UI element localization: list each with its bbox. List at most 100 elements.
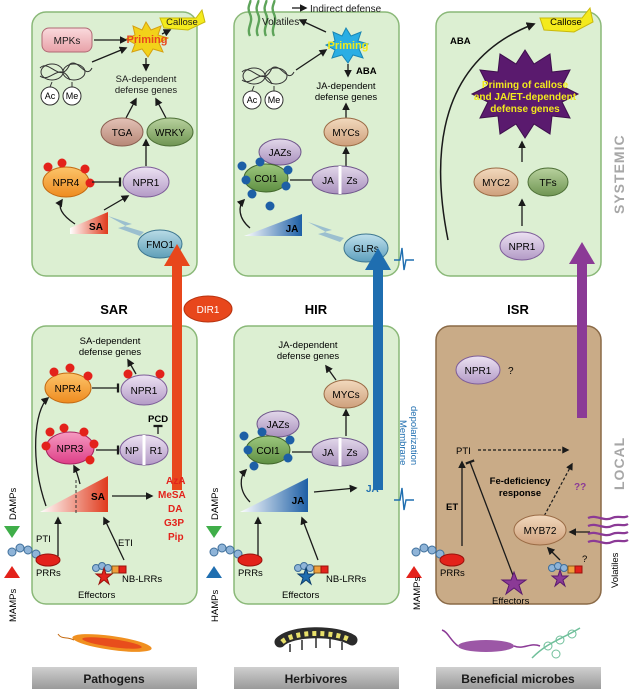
effectors-label: Effectors xyxy=(78,590,116,601)
hir-damps-label: DAMPs xyxy=(210,488,221,520)
ja-dots-coi1 xyxy=(237,157,293,211)
fmo1-signal-bolt xyxy=(108,216,144,236)
hir-mycs-label: MYCs xyxy=(332,128,359,139)
hir-effector-star-icon xyxy=(296,566,316,586)
arrow-sa-npr4-local xyxy=(34,396,50,507)
npr4-label: NPR4 xyxy=(53,178,80,189)
beneficial-label: Beneficial microbes xyxy=(461,672,575,686)
isr-receptor-star-icon xyxy=(550,568,570,588)
membrane-spike xyxy=(394,487,414,511)
sar-local-sa-label: SA xyxy=(91,492,105,503)
sar-local-npr4-label: NPR4 xyxy=(55,384,82,395)
arrow-myc2-callose xyxy=(439,22,536,241)
local-side-label: LOCAL xyxy=(611,437,627,490)
tga-node xyxy=(100,117,144,147)
hir-title: HIR xyxy=(305,302,328,317)
ja-dots-local-coi1 xyxy=(239,427,295,471)
fmo1-label: FMO1 xyxy=(146,240,174,251)
eti-label: ETI xyxy=(118,538,133,549)
effector-star-icon xyxy=(94,566,114,586)
hir-systemic: Volatiles Indirect defense Priming Ac Me… xyxy=(236,0,414,271)
hir-ja-gradient-label: JA xyxy=(286,224,299,235)
hir-nblrrs-label: NB-LRRs xyxy=(326,574,366,585)
isr-prrs-label: PRRs xyxy=(440,568,465,579)
hir-systemic-arrow xyxy=(365,248,391,490)
hir-mycs-node xyxy=(323,117,369,147)
isr-local-q2: ? xyxy=(582,554,587,565)
arrow-myb72-dashed xyxy=(541,462,573,521)
mamps-triangle-icon xyxy=(4,566,20,578)
hir-local-jazs-label: JAZs xyxy=(267,420,290,431)
hir-jazs-node xyxy=(258,138,302,166)
pathogen-illustration xyxy=(57,633,152,652)
hir-local-genes-2: defense genes xyxy=(277,351,340,362)
hir-systemic-cell xyxy=(233,11,400,277)
hir-me-label: Me xyxy=(268,95,281,105)
hir-jazs-label: JAZs xyxy=(269,148,292,159)
sa-genes-label-2: defense genes xyxy=(115,85,178,96)
sar-local: SA-dependent defense genes NPR4 NPR1 PCD… xyxy=(4,336,186,622)
hir-zs-label: Zs xyxy=(346,176,357,187)
arrow-priming-callose xyxy=(161,29,172,37)
hamps-label: HAMPs xyxy=(210,590,221,622)
npr3-label: NPR3 xyxy=(57,444,84,455)
hir-prr-receptor-icon xyxy=(209,543,263,567)
sar-local-npr4-node xyxy=(44,372,92,404)
isr-nb-lrr-receptor-icon xyxy=(548,562,583,574)
fe-label-1: Fe-deficiency xyxy=(490,476,551,487)
mamps-label: MAMPs xyxy=(8,589,19,623)
isr-effector-star-icon xyxy=(500,570,528,596)
sar-systemic-arrow xyxy=(164,244,190,490)
sa-gradient xyxy=(70,212,108,234)
sar-systemic: MPKs Priming Callose Ac Me SA-dependent … xyxy=(39,8,206,259)
nblrrs-label: NB-LRRs xyxy=(122,574,162,585)
sar-title: SAR xyxy=(100,302,128,317)
hir-damps-triangle-icon xyxy=(206,526,222,538)
fmo1-node xyxy=(137,229,183,259)
hir-local-ja-gradient xyxy=(240,478,308,512)
sa-genes-label: SA-dependent xyxy=(116,74,177,85)
hir-priming-star xyxy=(324,26,370,64)
sar-local-genes-1: SA-dependent xyxy=(80,336,141,347)
sa-dots-local-npr4 xyxy=(49,363,93,381)
membrane-label-1: Membrane xyxy=(397,420,408,465)
tga-label: TGA xyxy=(112,128,133,139)
callose-deposit xyxy=(159,8,206,31)
microbe-illustration xyxy=(441,627,581,659)
dir1-label: DIR1 xyxy=(197,305,220,316)
myc2-node xyxy=(473,167,519,197)
volatiles-icon xyxy=(247,0,277,37)
isr-callose-label: Callose xyxy=(550,17,582,28)
isr-local-q: ? xyxy=(508,366,514,377)
chem-da: DA xyxy=(168,504,182,515)
hir-ja-gradient xyxy=(244,214,302,236)
damps-label: DAMPs xyxy=(8,488,19,520)
sar-local-sa-gradient xyxy=(40,476,108,512)
hamps-triangle-icon xyxy=(206,566,222,578)
myb72-node xyxy=(513,514,567,546)
chem-pip: Pip xyxy=(168,532,184,543)
prr-receptor-icon xyxy=(7,543,61,567)
isr-npr1-node xyxy=(499,231,545,261)
arrow-effector-pti xyxy=(465,459,515,579)
chromatin-icon xyxy=(39,62,93,81)
arrow-hir-chromatin-priming xyxy=(295,49,328,71)
arrow-ja-coi1 xyxy=(236,198,251,229)
ac-label: Ac xyxy=(45,91,56,101)
r1-label: R1 xyxy=(150,446,163,457)
arrow-tga-genes xyxy=(125,97,137,119)
arrow-sa-npr1 xyxy=(103,195,130,211)
tfs-node xyxy=(527,167,569,197)
tfs-label: TFs xyxy=(539,178,556,189)
hir-local-mycs-node xyxy=(323,379,369,409)
ja-genes-label-2: defense genes xyxy=(315,92,378,103)
glrs-signal-bolt xyxy=(308,222,344,242)
isr-mamps-label: MAMPs xyxy=(412,577,423,611)
arrow-local-ja-coi1 xyxy=(238,468,251,503)
chem-mesa: MeSA xyxy=(158,490,186,501)
et-label: ET xyxy=(446,502,458,513)
arrow-local-mycs-genes xyxy=(325,364,337,381)
sar-local-npr1-node xyxy=(120,374,168,406)
mpks-label: MPKs xyxy=(54,36,81,47)
isr-volatiles-label: Volatiles xyxy=(610,552,621,588)
